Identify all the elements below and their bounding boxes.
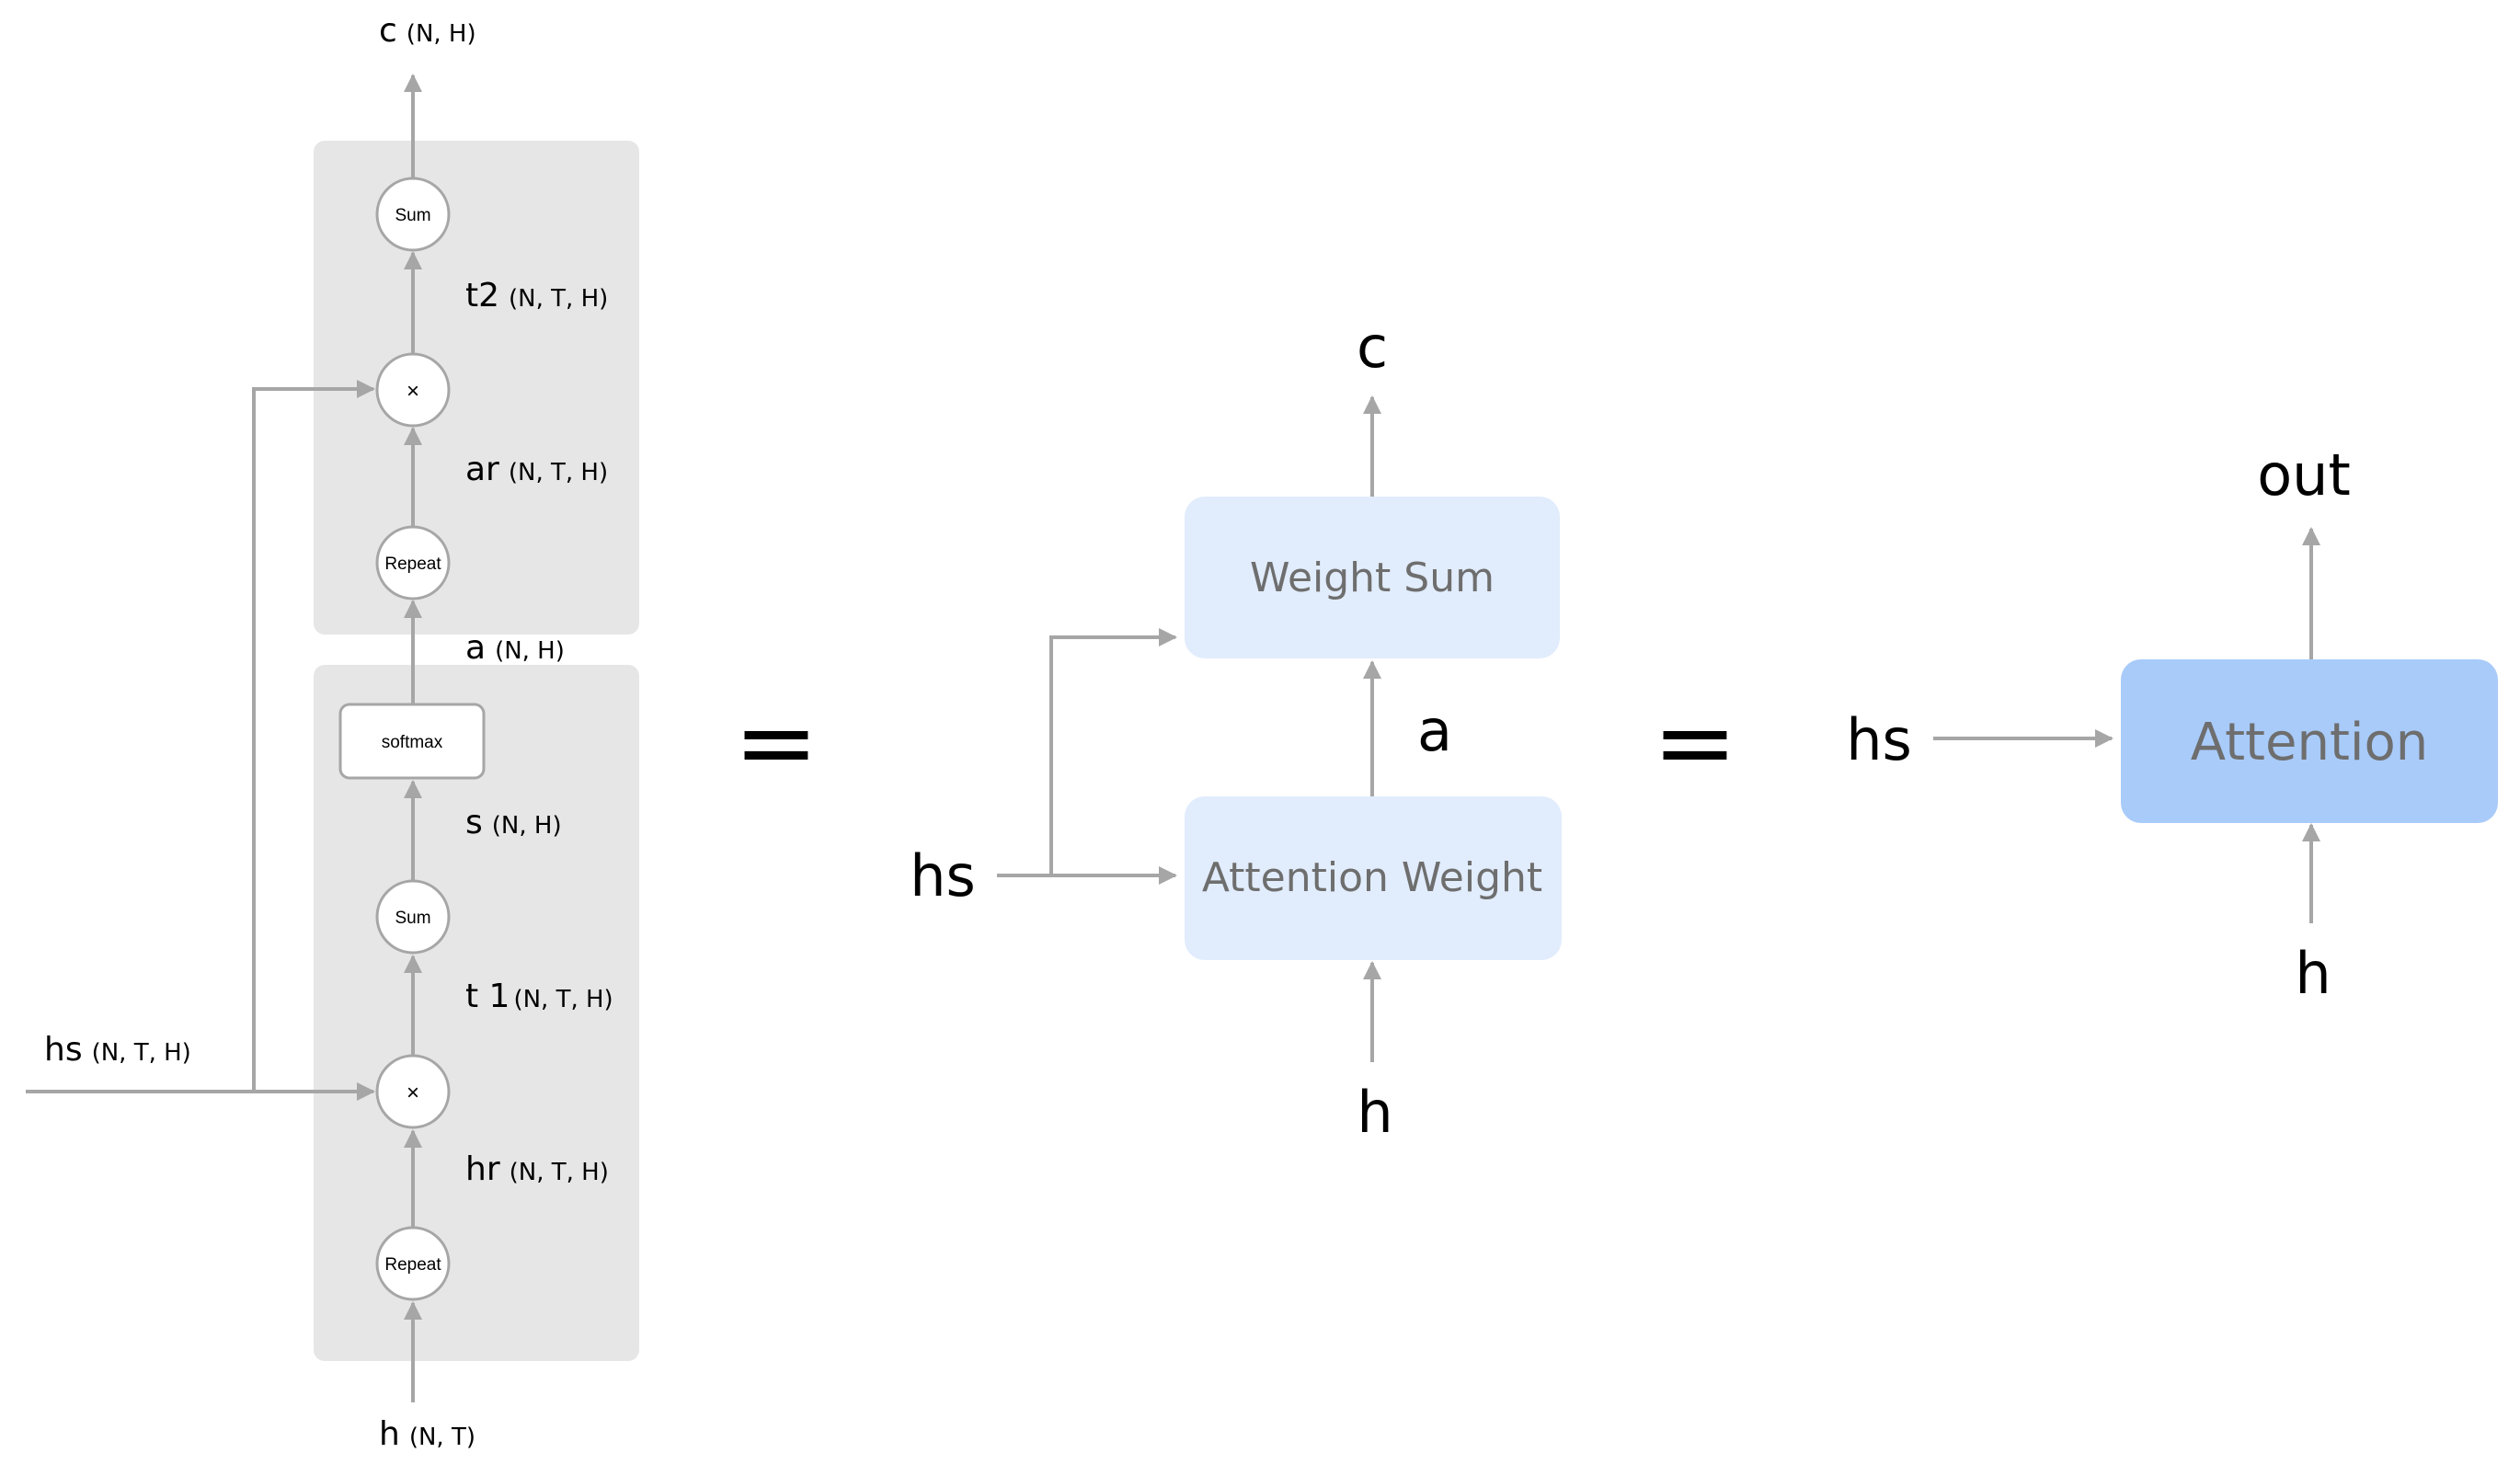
repeat-node-bottom-label: Repeat [384,1255,441,1275]
label-c: c(N, H) [379,12,476,50]
label-hs-detail: hs(N, T, H) [44,1031,191,1069]
right-output-label: out [2257,441,2351,509]
repeat-node-bottom: Repeat [375,1226,451,1301]
middle-hs-label: hs [910,842,976,909]
repeat-node-top: Repeat [375,525,451,600]
label-h-detail: h(N, T) [379,1415,475,1453]
equals-sign-1: = [734,683,819,801]
multiply-node-bottom: × [375,1054,451,1129]
weight-sum-label: Weight Sum [1250,555,1495,601]
label-hr: hr(N, T, H) [465,1150,609,1188]
sum-node-bottom-label: Sum [395,909,430,928]
sum-node-top-label: Sum [395,206,430,225]
label-t2: t2(N, T, H) [465,277,608,315]
right-h-label: h [2295,940,2331,1007]
middle-a-label: a [1417,697,1452,764]
attention-box: Attention [2121,659,2498,823]
middle-h-label: h [1357,1079,1392,1146]
label-ar: ar(N, T, H) [465,451,608,488]
detail-wires [26,74,422,1402]
equals-sign-2: = [1653,683,1737,801]
weight-sum-box: Weight Sum [1185,497,1560,658]
label-a: a(N, H) [465,629,565,667]
middle-wires [997,395,1381,1062]
attention-weight-box: Attention Weight [1185,796,1562,960]
middle-output-label: c [1357,314,1388,381]
softmax-node-label: softmax [382,733,443,752]
label-s: s(N, H) [465,804,562,841]
multiply-node-top-label: × [407,379,419,404]
attention-weight-label: Attention Weight [1202,854,1542,901]
repeat-node-top-label: Repeat [384,555,441,574]
multiply-node-top: × [375,352,451,428]
sum-node-top: Sum [375,177,451,252]
label-t1: t 1(N, T, H) [465,978,613,1015]
attention-weight-group [314,665,639,1361]
multiply-node-bottom-label: × [407,1081,419,1105]
right-wires [1933,527,2320,923]
right-hs-label: hs [1846,706,1912,773]
softmax-node: softmax [338,703,486,780]
weight-sum-group [314,141,639,635]
sum-node-bottom: Sum [375,879,451,955]
attention-label: Attention [2191,713,2428,772]
